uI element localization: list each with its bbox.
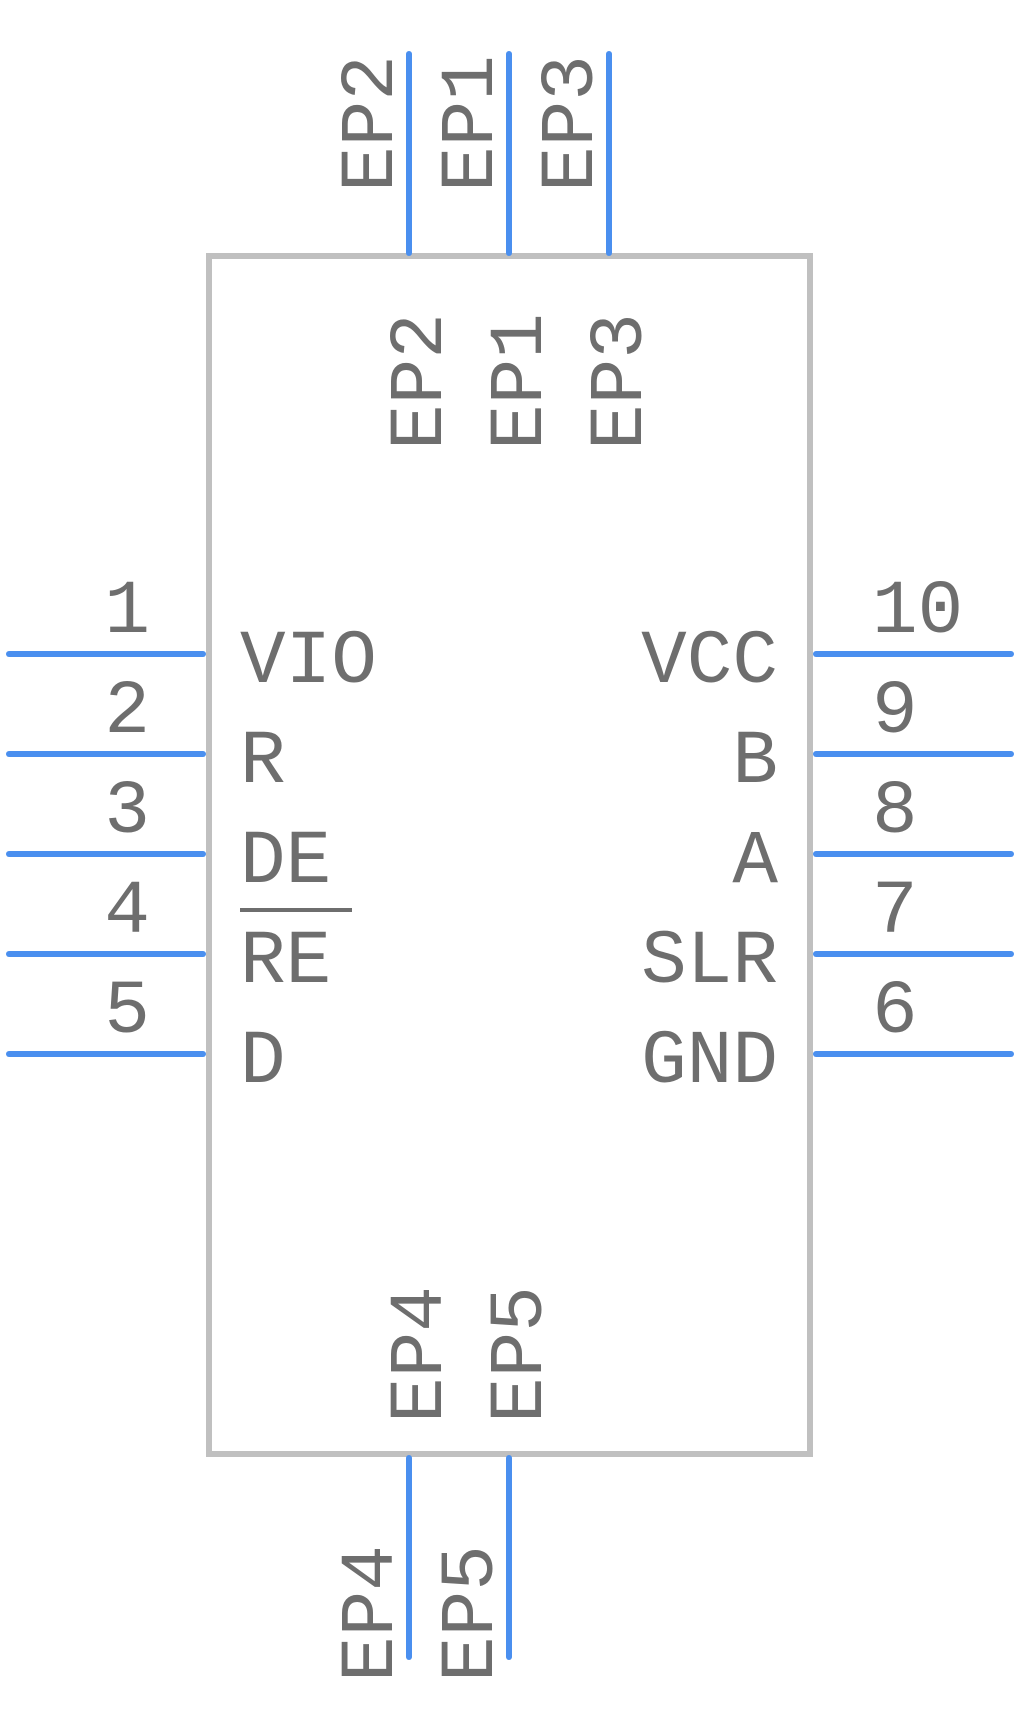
pin-name-de: DE	[240, 819, 331, 905]
ep2-inner-label: EP2	[378, 313, 464, 450]
pin-name-gnd: GND	[641, 1019, 778, 1105]
ep3-inner-label: EP3	[578, 313, 664, 450]
pin-number-6: 6	[872, 969, 918, 1055]
ep4-inner-label: EP4	[378, 1286, 464, 1423]
pin-name-d: D	[240, 1019, 286, 1105]
pin-number-9: 9	[872, 669, 918, 755]
pin-number-2: 2	[104, 669, 150, 755]
pin-number-1: 1	[104, 569, 150, 655]
pin-name-vcc: VCC	[641, 619, 778, 705]
component-body	[206, 253, 813, 1457]
pin-name-slr: SLR	[641, 919, 778, 1005]
ep5-inner-label: EP5	[478, 1286, 564, 1423]
pin-name-re: RE	[240, 919, 331, 1005]
ep4-outer-label: EP4	[329, 1545, 415, 1682]
pin-number-3: 3	[104, 769, 150, 855]
pin-name-a: A	[732, 819, 778, 905]
pin-number-7: 7	[872, 869, 918, 955]
ep5-outer-label: EP5	[429, 1545, 515, 1682]
ep3-outer-label: EP3	[529, 55, 615, 192]
ep1-outer-label: EP1	[429, 55, 515, 192]
ep2-outer-label: EP2	[329, 55, 415, 192]
pin-number-5: 5	[104, 969, 150, 1055]
ep1-inner-label: EP1	[478, 313, 564, 450]
pin-number-8: 8	[872, 769, 918, 855]
pin-name-b: B	[732, 719, 778, 805]
pin-name-vio: VIO	[240, 619, 377, 705]
pin-name-r: R	[240, 719, 286, 805]
pin-number-4: 4	[104, 869, 150, 955]
pin-number-10: 10	[872, 569, 963, 655]
